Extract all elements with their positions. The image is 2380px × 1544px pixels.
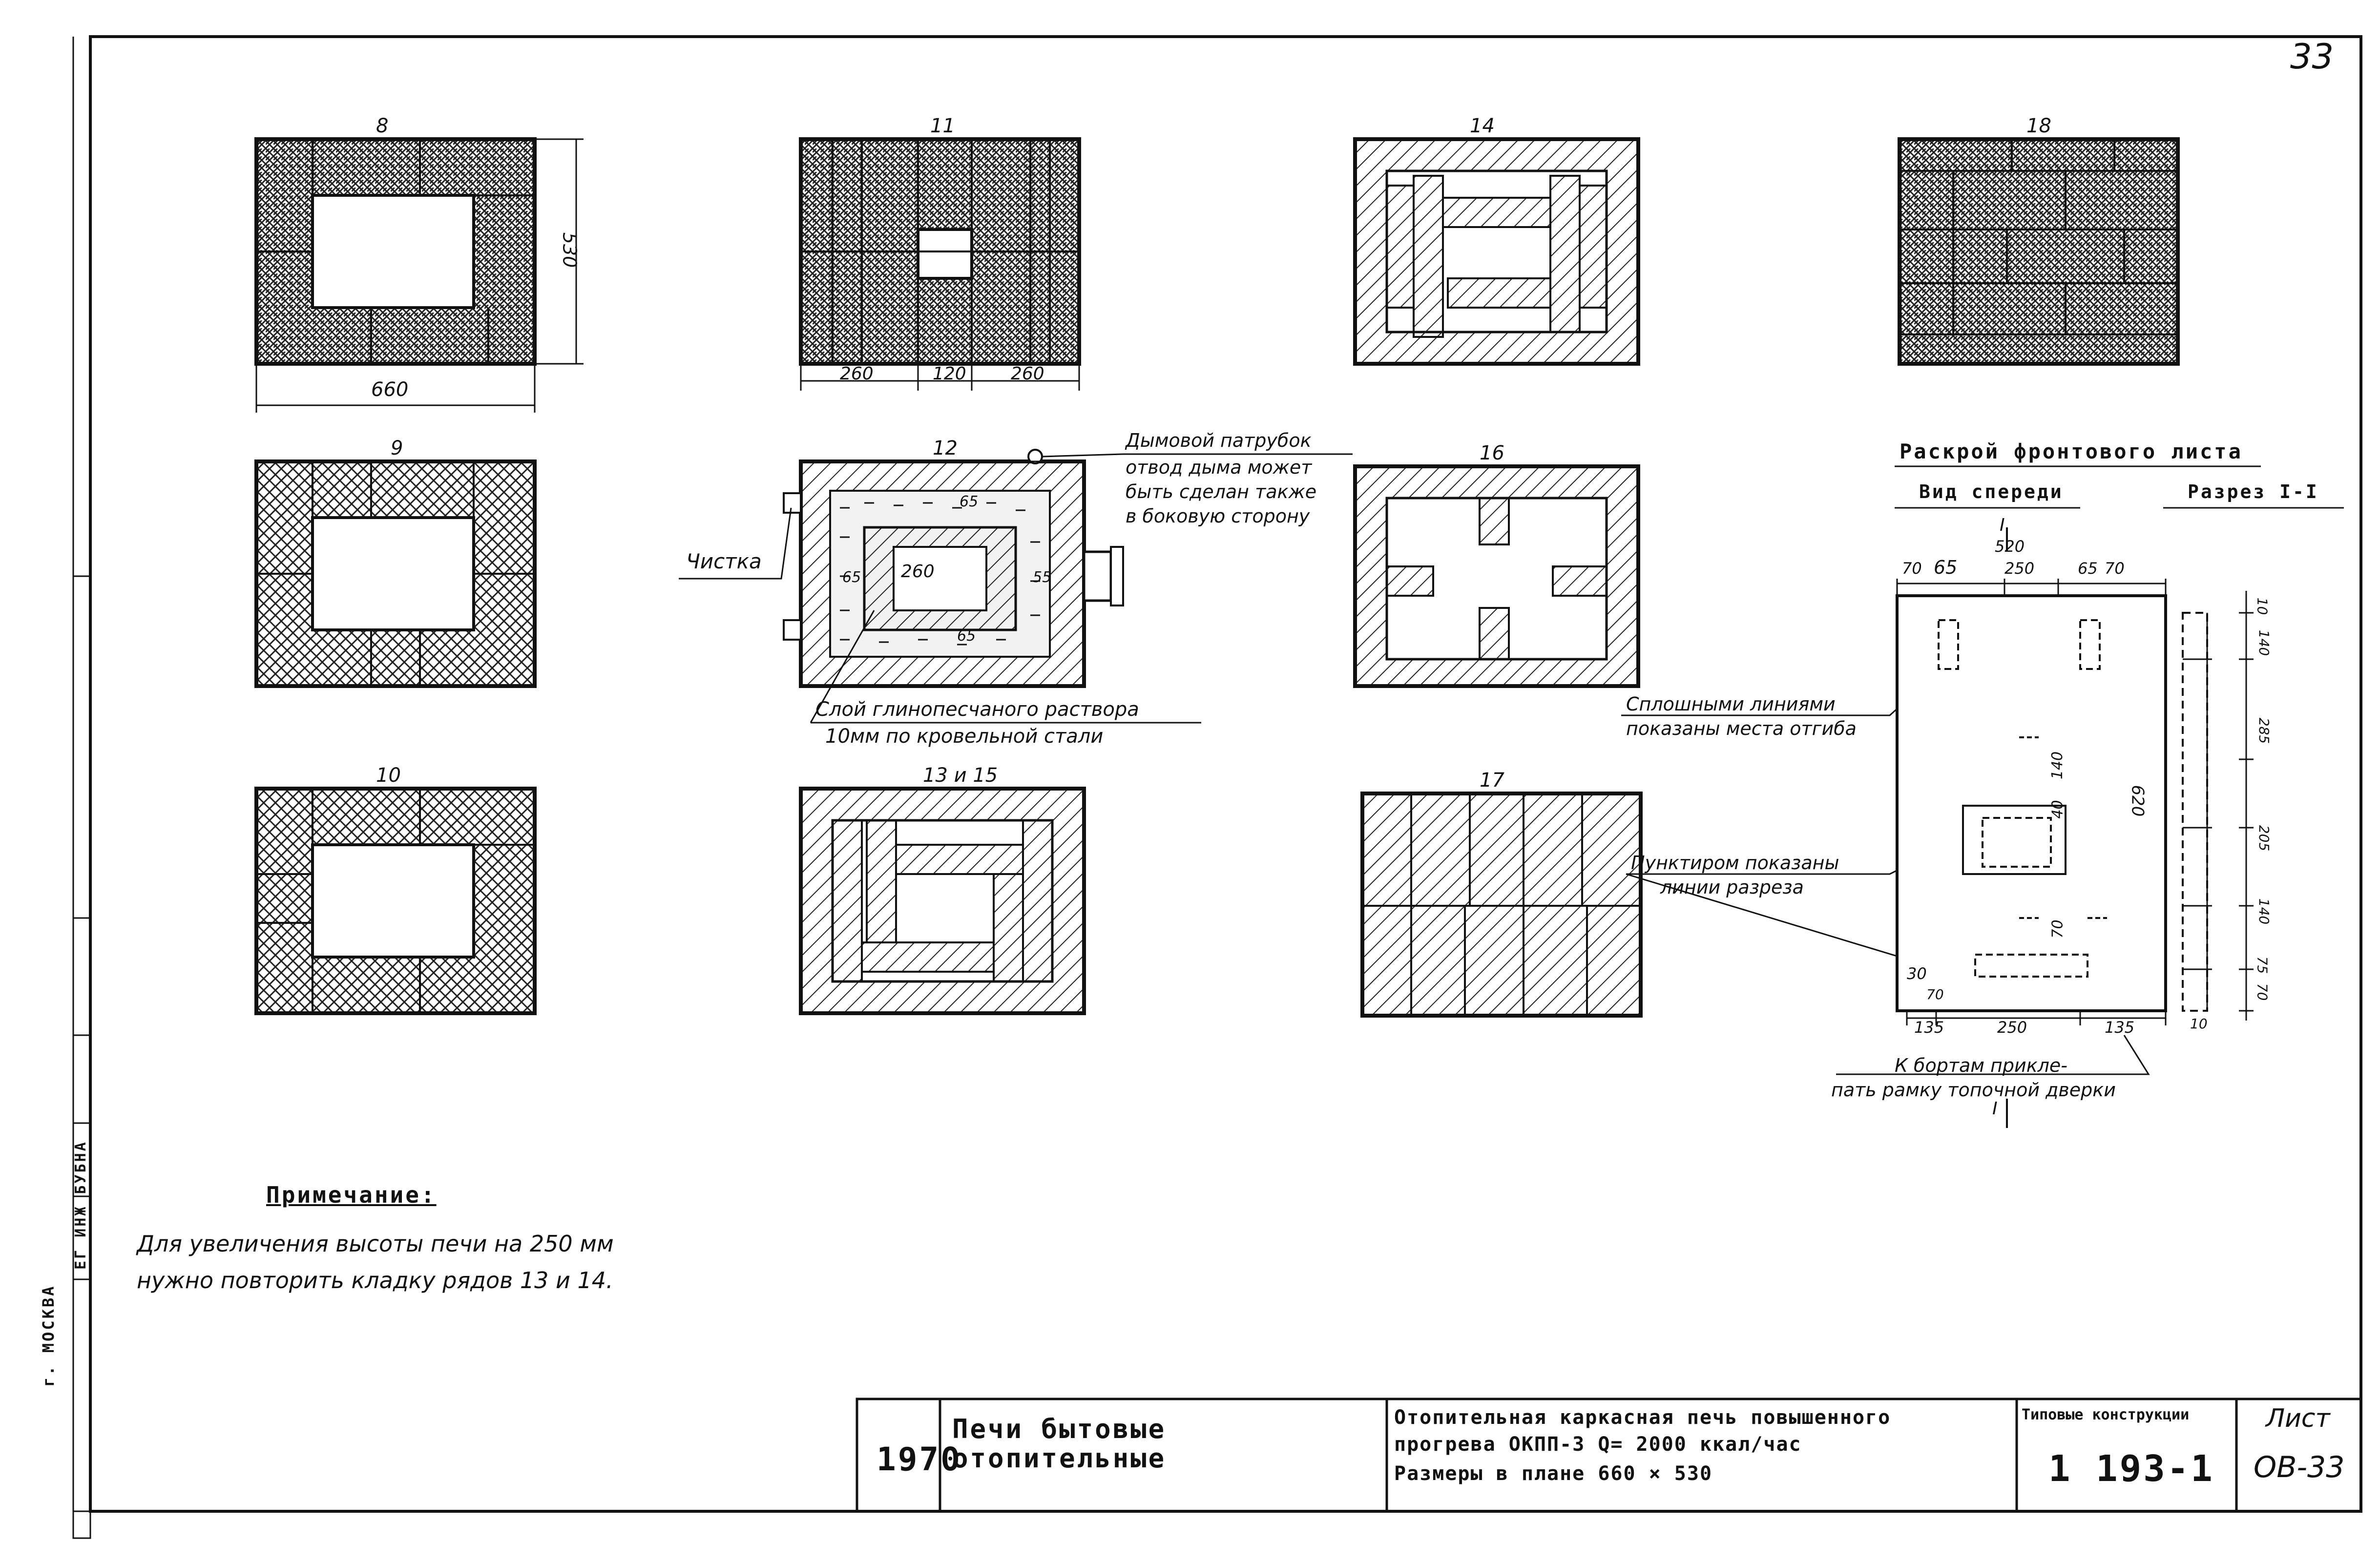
fs-dim-r-75: 75 [2254,956,2271,974]
solid-lines-note-2: показаны места отгиба [1626,718,1857,739]
fs-dim-40-inner: 40 [2049,800,2067,819]
fs-dim-65b: 65 [2078,559,2098,578]
course-8 [254,137,584,413]
course-14 [1353,137,1640,366]
series-number: 1 193-1 [2048,1448,2214,1490]
course-11 [799,137,1081,391]
rivet-note-2: пать рамку топочной дверки [1831,1079,2116,1101]
course-13-15 [799,787,1086,1015]
title-desc-3: Размеры в плане 660 × 530 [1394,1462,1713,1485]
note-heading: Примечание: [266,1182,437,1208]
fs-dim-135a: 135 [1914,1018,1944,1037]
course-label-14: 14 [1470,115,1495,137]
front-sheet-title: Раскрой фронтового листа [1900,439,2243,463]
dashed-lines-note-1: Пунктиром показаны [1631,852,1839,874]
dim-12-e: 65 [957,627,976,645]
section-mark-bottom: I [1992,1099,1998,1119]
smoke-pipe-line-3: быть сделан также [1126,481,1317,502]
dim-width-660: 660 [371,378,409,401]
fs-dim-70a: 70 [1902,559,1922,578]
fs-dim-70-inner: 70 [2049,919,2067,939]
section-label: Разрез I-I [2188,481,2319,502]
note-line-1: Для увеличения высоты печи на 250 мм [137,1231,614,1257]
fs-dim-70c: 70 [1926,986,1944,1002]
fs-dim-65a: 65 [1934,557,1958,578]
sheet-label: Лист [2266,1404,2330,1433]
smoke-pipe-line-4: в боковую сторону [1126,505,1310,527]
smoke-pipe-line-2: отвод дыма может [1126,457,1312,478]
dim-12-a: 65 [960,493,979,510]
cleanout-label: Чистка [686,549,762,573]
solid-lines-note-1: Сплошными линиями [1626,693,1836,715]
fs-dim-70b: 70 [2105,559,2125,578]
section-mark-top: I [2000,515,2005,535]
clay-layer-line-2: 10мм по кровельной стали [825,725,1104,748]
fs-dim-140-inner: 140 [2049,751,2067,780]
fs-dim-r-285: 285 [2256,717,2273,744]
front-view-label: Вид спереди [1919,481,2064,502]
side-strip [72,575,91,1539]
fs-dim-r-bottom-10: 10 [2190,1016,2208,1032]
course-label-11: 11 [930,115,955,137]
title-year: 1970 [877,1440,962,1478]
dim-12-b: 260 [901,562,935,582]
course-label-12: 12 [933,437,958,459]
fs-dim-620: 620 [2128,785,2148,817]
title-block [856,1398,2362,1513]
course-label-9: 9 [391,437,403,459]
fs-dim-r-70: 70 [2254,983,2271,1001]
page-number: 33 [2290,37,2334,77]
dashed-lines-note-2: линии разреза [1660,876,1804,898]
fs-dim-r-140b: 140 [2256,898,2273,925]
dim-11-a: 260 [840,364,874,384]
clay-layer-line-1: Слой глинопесчаного раствора [815,698,1139,721]
course-12 [783,449,1124,688]
city-stamp: г. МОСКВА [39,1284,58,1387]
course-16 [1353,464,1640,688]
course-label-16: 16 [1480,442,1504,464]
fs-dim-r-140a: 140 [2256,629,2273,656]
title-desc-1: Отопительная каркасная печь повышенного [1394,1406,1891,1429]
dim-12-d: 55 [1033,569,1052,586]
dim-height-530: 530 [559,232,581,268]
course-18 [1898,137,2180,366]
series-label: Типовые конструкции [2022,1406,2190,1423]
fs-dim-135b: 135 [2105,1018,2135,1037]
course-label-10: 10 [376,764,401,787]
course-label-13-15: 13 и 15 [923,764,998,787]
course-9 [254,459,537,688]
title-category-2: отопительные [952,1443,1167,1474]
course-label-8: 8 [376,115,389,137]
fs-dim-250a: 250 [2004,559,2035,578]
front-sheet-cutting [1895,465,2344,1128]
dim-12-c: 65 [842,569,861,586]
title-category-1: Печи бытовые [952,1414,1167,1444]
course-label-17: 17 [1480,769,1504,792]
fs-dim-30: 30 [1907,964,1927,983]
fs-dim-520: 520 [1995,537,2025,556]
dim-11-c: 260 [1011,364,1044,384]
rivet-note-1: К бортам прикле- [1895,1055,2068,1076]
sheet-number: ОВ-33 [2254,1450,2345,1484]
course-label-18: 18 [2026,115,2051,137]
fs-dim-250b: 250 [1997,1018,2027,1037]
side-stamp: ЕГ ИНЖ БУБНА [72,1140,89,1270]
dim-11-b: 120 [933,364,966,384]
course-17 [1360,792,1643,1018]
fs-dim-r-10: 10 [2254,597,2271,615]
course-10 [254,787,537,1015]
fs-dim-r-205: 205 [2256,825,2273,852]
note-line-2: нужно повторить кладку рядов 13 и 14. [137,1267,613,1294]
smoke-pipe-line-1: Дымовой патрубок [1126,430,1312,451]
title-desc-2: прогрева ОКПП-3 Q= 2000 ккал/час [1394,1433,1802,1456]
